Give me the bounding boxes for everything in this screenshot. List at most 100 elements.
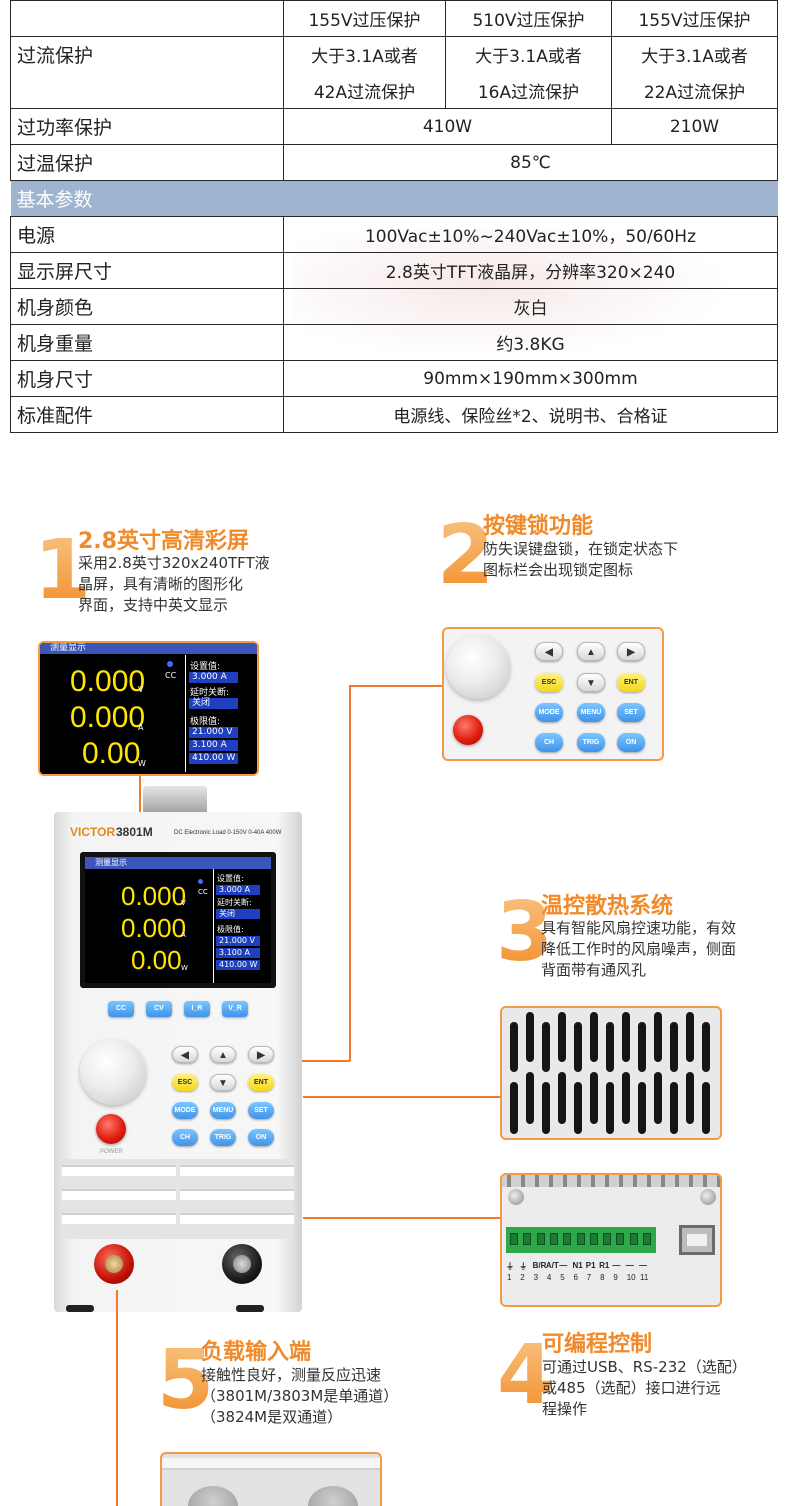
table-cell: 2.8英寸TFT液晶屏，分辨率320×240	[283, 252, 778, 289]
lcd-set-label: 设置值:	[217, 874, 244, 883]
vent-slot	[510, 1022, 518, 1072]
table-cell: 90mm×190mm×300mm	[283, 360, 778, 397]
trig-key[interactable]: TRIG	[210, 1129, 236, 1146]
screw-icon	[508, 1189, 524, 1205]
row-label-overpower: 过功率保护	[10, 108, 284, 145]
ir-key[interactable]: I_R	[184, 1001, 210, 1017]
feature-title-2: 按键锁功能	[483, 514, 594, 539]
desc-line: （3824M是双通道）	[201, 1408, 343, 1426]
table-row: 155V过压保护 510V过压保护 155V过压保护	[10, 0, 778, 37]
feature-number-4: 4	[497, 1328, 555, 1423]
table-cell: 约3.8KG	[283, 324, 778, 361]
row-label-overcurrent: 过流保护	[10, 36, 284, 73]
right-arrow-key[interactable]: ▶	[617, 642, 645, 661]
left-arrow-key[interactable]: ◀	[172, 1046, 198, 1063]
vent-slot	[638, 1082, 646, 1134]
brand-logo: VICTOR	[70, 825, 116, 839]
ent-key[interactable]: ENT	[248, 1074, 274, 1091]
power-button[interactable]	[453, 715, 483, 745]
vent-slot	[526, 1012, 534, 1062]
lcd-unit: V	[181, 899, 186, 907]
cv-key[interactable]: CV	[146, 1001, 172, 1017]
table-row: 过温保护 85℃	[10, 144, 778, 181]
vent-slot	[622, 1012, 630, 1062]
on-key[interactable]: ON	[617, 733, 645, 752]
table-row: 机身重量 约3.8KG	[10, 324, 778, 361]
lcd-mode: CC	[165, 671, 177, 680]
usb-port-icon[interactable]	[679, 1225, 715, 1255]
side-vent-zoom-frame	[500, 1006, 722, 1140]
row-label: 机身颜色	[10, 288, 284, 325]
trig-key[interactable]: TRIG	[577, 733, 605, 752]
menu-key[interactable]: MENU	[577, 703, 605, 722]
ch-key[interactable]: CH	[172, 1129, 198, 1146]
spec-table: 155V过压保护 510V过压保护 155V过压保护 过流保护 大于3.1A或者…	[10, 0, 778, 433]
vent-slot	[62, 1165, 176, 1176]
lcd-screen: 测量显示 0.000 V 0.000 A 0.00 W CC 设置值: 3.00…	[40, 643, 257, 774]
io-pin-label: P1	[585, 1261, 596, 1270]
device-handle	[143, 786, 207, 816]
power-button[interactable]	[96, 1114, 126, 1144]
terminal-pin	[563, 1233, 572, 1245]
lcd-unit: A	[138, 723, 144, 732]
io-pin-number: 5	[560, 1273, 565, 1282]
feature-title-5: 负载输入端	[201, 1340, 312, 1365]
up-arrow-key[interactable]: ▲	[210, 1046, 236, 1063]
up-arrow-key[interactable]: ▲	[577, 642, 605, 661]
on-key[interactable]: ON	[248, 1129, 274, 1146]
rotary-knob[interactable]	[446, 635, 510, 699]
terminal-pin	[643, 1233, 651, 1245]
vent-slot	[574, 1022, 582, 1072]
table-row: 显示屏尺寸 2.8英寸TFT液晶屏，分辨率320×240	[10, 252, 778, 289]
lcd-unit: A	[181, 931, 186, 939]
vent-slot	[558, 1012, 566, 1062]
ch-key[interactable]: CH	[535, 733, 563, 752]
section-header: 基本参数	[10, 180, 778, 217]
mode-dot-icon	[198, 879, 203, 884]
lcd-divider	[185, 655, 186, 772]
io-pin-number: 8	[600, 1273, 605, 1282]
desc-line: 可通过USB、RS-232（选配）	[542, 1358, 747, 1376]
spec-table-region: 155V过压保护 510V过压保护 155V过压保护 过流保护 大于3.1A或者…	[10, 0, 778, 441]
set-key[interactable]: SET	[248, 1102, 274, 1119]
terminal-top	[188, 1486, 238, 1506]
vent-slot	[62, 1189, 176, 1200]
terminal-pin	[510, 1233, 518, 1245]
io-pin-number: 9	[613, 1273, 618, 1282]
lcd-limit-w: 410.00 W	[189, 753, 238, 764]
table-row: 机身颜色 灰白	[10, 288, 778, 325]
io-pin-number: 2	[520, 1273, 525, 1282]
vr-key[interactable]: V_R	[222, 1001, 248, 1017]
right-arrow-key[interactable]: ▶	[248, 1046, 274, 1063]
menu-key[interactable]: MENU	[210, 1102, 236, 1119]
io-pin-number: 10	[626, 1273, 636, 1282]
vent-slot	[702, 1022, 710, 1072]
callout-line	[303, 1217, 500, 1219]
usb-port-inner	[687, 1234, 707, 1246]
ent-key[interactable]: ENT	[617, 673, 645, 692]
desc-line: （3801M/3803M是单通道）	[201, 1387, 399, 1405]
vent-slot	[510, 1082, 518, 1134]
feature-desc-2: 防失误键盘锁，在锁定状态下 图标栏会出现锁定图标	[483, 539, 743, 581]
io-pin-label: N1	[572, 1261, 583, 1270]
esc-key[interactable]: ESC	[535, 673, 563, 692]
down-arrow-key[interactable]: ▼	[210, 1074, 236, 1091]
mode-key[interactable]: MODE	[535, 703, 563, 722]
set-key[interactable]: SET	[617, 703, 645, 722]
rotary-knob[interactable]	[80, 1039, 146, 1105]
lcd-unit: W	[138, 759, 146, 768]
mode-key[interactable]: MODE	[172, 1102, 198, 1119]
lcd-voltage: 0.000	[70, 665, 146, 698]
esc-key[interactable]: ESC	[172, 1074, 198, 1091]
feature-desc-5: 接触性良好，测量反应迅速 （3801M/3803M是单通道） （3824M是双通…	[201, 1365, 441, 1428]
down-arrow-key[interactable]: ▼	[577, 673, 605, 692]
lcd-divider	[213, 869, 214, 983]
cc-key[interactable]: CC	[108, 1001, 134, 1017]
io-pin-label: —	[559, 1261, 568, 1270]
table-cell: 210W	[611, 108, 778, 145]
table-cell: 电源线、保险丝*2、说明书、合格证	[283, 396, 778, 433]
lcd-limit-w: 410.00 W	[216, 960, 260, 970]
desc-line: 降低工作时的风扇噪声，侧面	[541, 940, 737, 958]
left-arrow-key[interactable]: ◀	[535, 642, 563, 661]
table-cell: 85℃	[283, 144, 778, 181]
